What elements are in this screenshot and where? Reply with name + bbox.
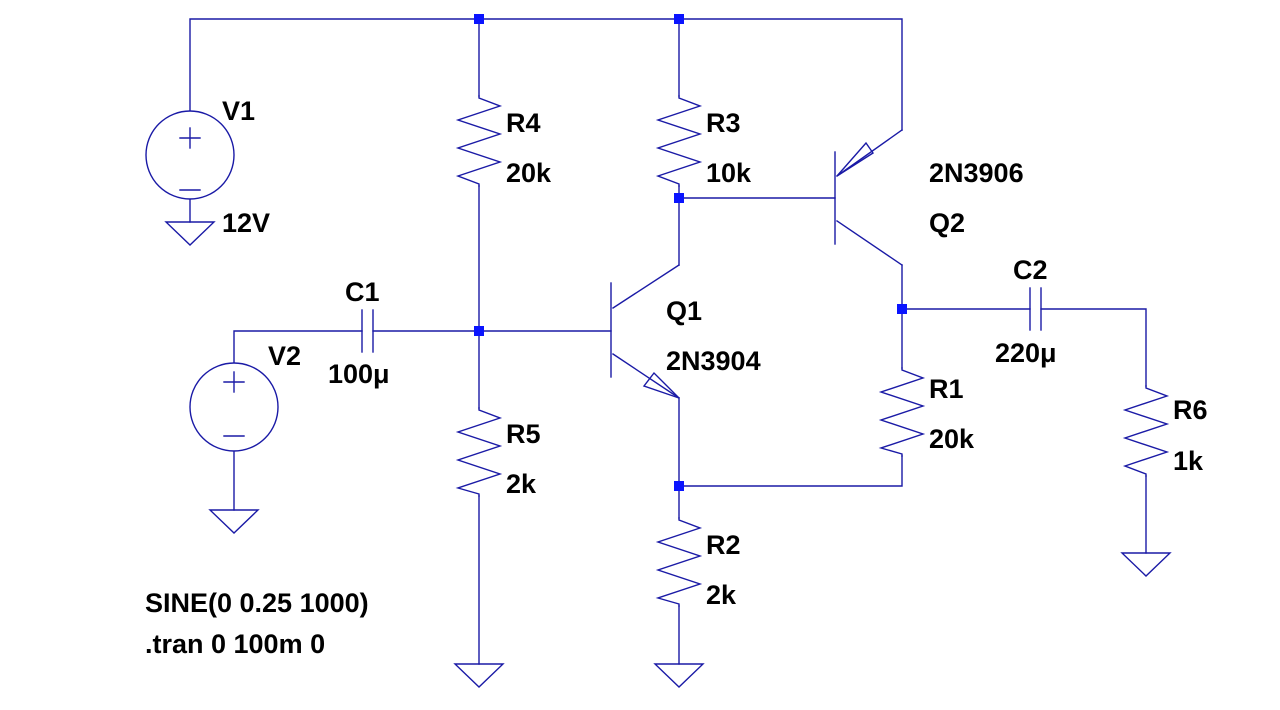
label-r1-value: 20k [929, 424, 975, 454]
label-r1-name: R1 [929, 374, 964, 404]
transistor-q2-pnp [834, 129, 903, 266]
label-c2-name: C2 [1013, 255, 1048, 285]
label-r3-value: 10k [706, 158, 752, 188]
wire-top-rail [189, 18, 903, 131]
resistors [455, 95, 1170, 607]
junction-dot [674, 193, 684, 203]
ground-icon [453, 663, 505, 688]
label-q1-name: Q1 [666, 296, 702, 326]
label-r5-name: R5 [506, 419, 541, 449]
junction-dot [674, 481, 684, 491]
label-r6-name: R6 [1173, 395, 1208, 425]
label-v1-name: V1 [222, 96, 255, 126]
wire-v2-c1 [233, 330, 363, 363]
label-r4-value: 20k [506, 158, 552, 188]
resistor-r1 [878, 367, 926, 457]
label-c2-value: 220μ [995, 338, 1057, 368]
voltage-source-v2 [189, 362, 279, 452]
junction-dot [674, 14, 684, 24]
analysis-directive: .tran 0 100m 0 [145, 629, 325, 659]
capacitor-c2 [1029, 287, 1042, 331]
wire-c2-right [1040, 308, 1147, 387]
resistor-r3 [655, 95, 703, 187]
ground-symbols [164, 221, 1172, 688]
transistor-q1-npn [610, 264, 680, 399]
ground-icon [1120, 552, 1172, 577]
junction-dot [474, 14, 484, 24]
ground-icon [653, 663, 705, 688]
resistor-r4 [455, 95, 503, 187]
label-v2-name: V2 [268, 341, 301, 371]
label-c1-value: 100μ [328, 359, 390, 389]
label-r2-value: 2k [706, 580, 737, 610]
labels: V1 12V V2 C1 100μ R4 20k R5 2k R3 10k Q1… [145, 96, 1208, 659]
resistor-r2 [655, 517, 703, 607]
voltage-source-v1 [145, 110, 235, 200]
junctions [474, 14, 907, 491]
junction-dot [474, 326, 484, 336]
label-r3-name: R3 [706, 108, 741, 138]
source-directive: SINE(0 0.25 1000) [145, 588, 369, 618]
junction-dot [897, 304, 907, 314]
capacitor-c1 [361, 309, 374, 353]
label-c1-name: C1 [345, 277, 380, 307]
wire-r1-to-emitter [678, 455, 903, 487]
label-q1-model: 2N3904 [666, 346, 761, 376]
label-r5-value: 2k [506, 469, 537, 499]
label-q2-name: Q2 [929, 208, 965, 238]
label-r2-name: R2 [706, 530, 741, 560]
label-q2-model: 2N3906 [929, 158, 1024, 188]
ground-icon [164, 221, 216, 246]
label-r4-name: R4 [506, 108, 541, 138]
ground-icon [208, 509, 260, 534]
label-v1-value: 12V [222, 208, 270, 238]
label-r6-value: 1k [1173, 446, 1204, 476]
resistor-r5 [455, 407, 503, 497]
resistor-r6 [1122, 385, 1170, 477]
wires [189, 18, 1147, 665]
